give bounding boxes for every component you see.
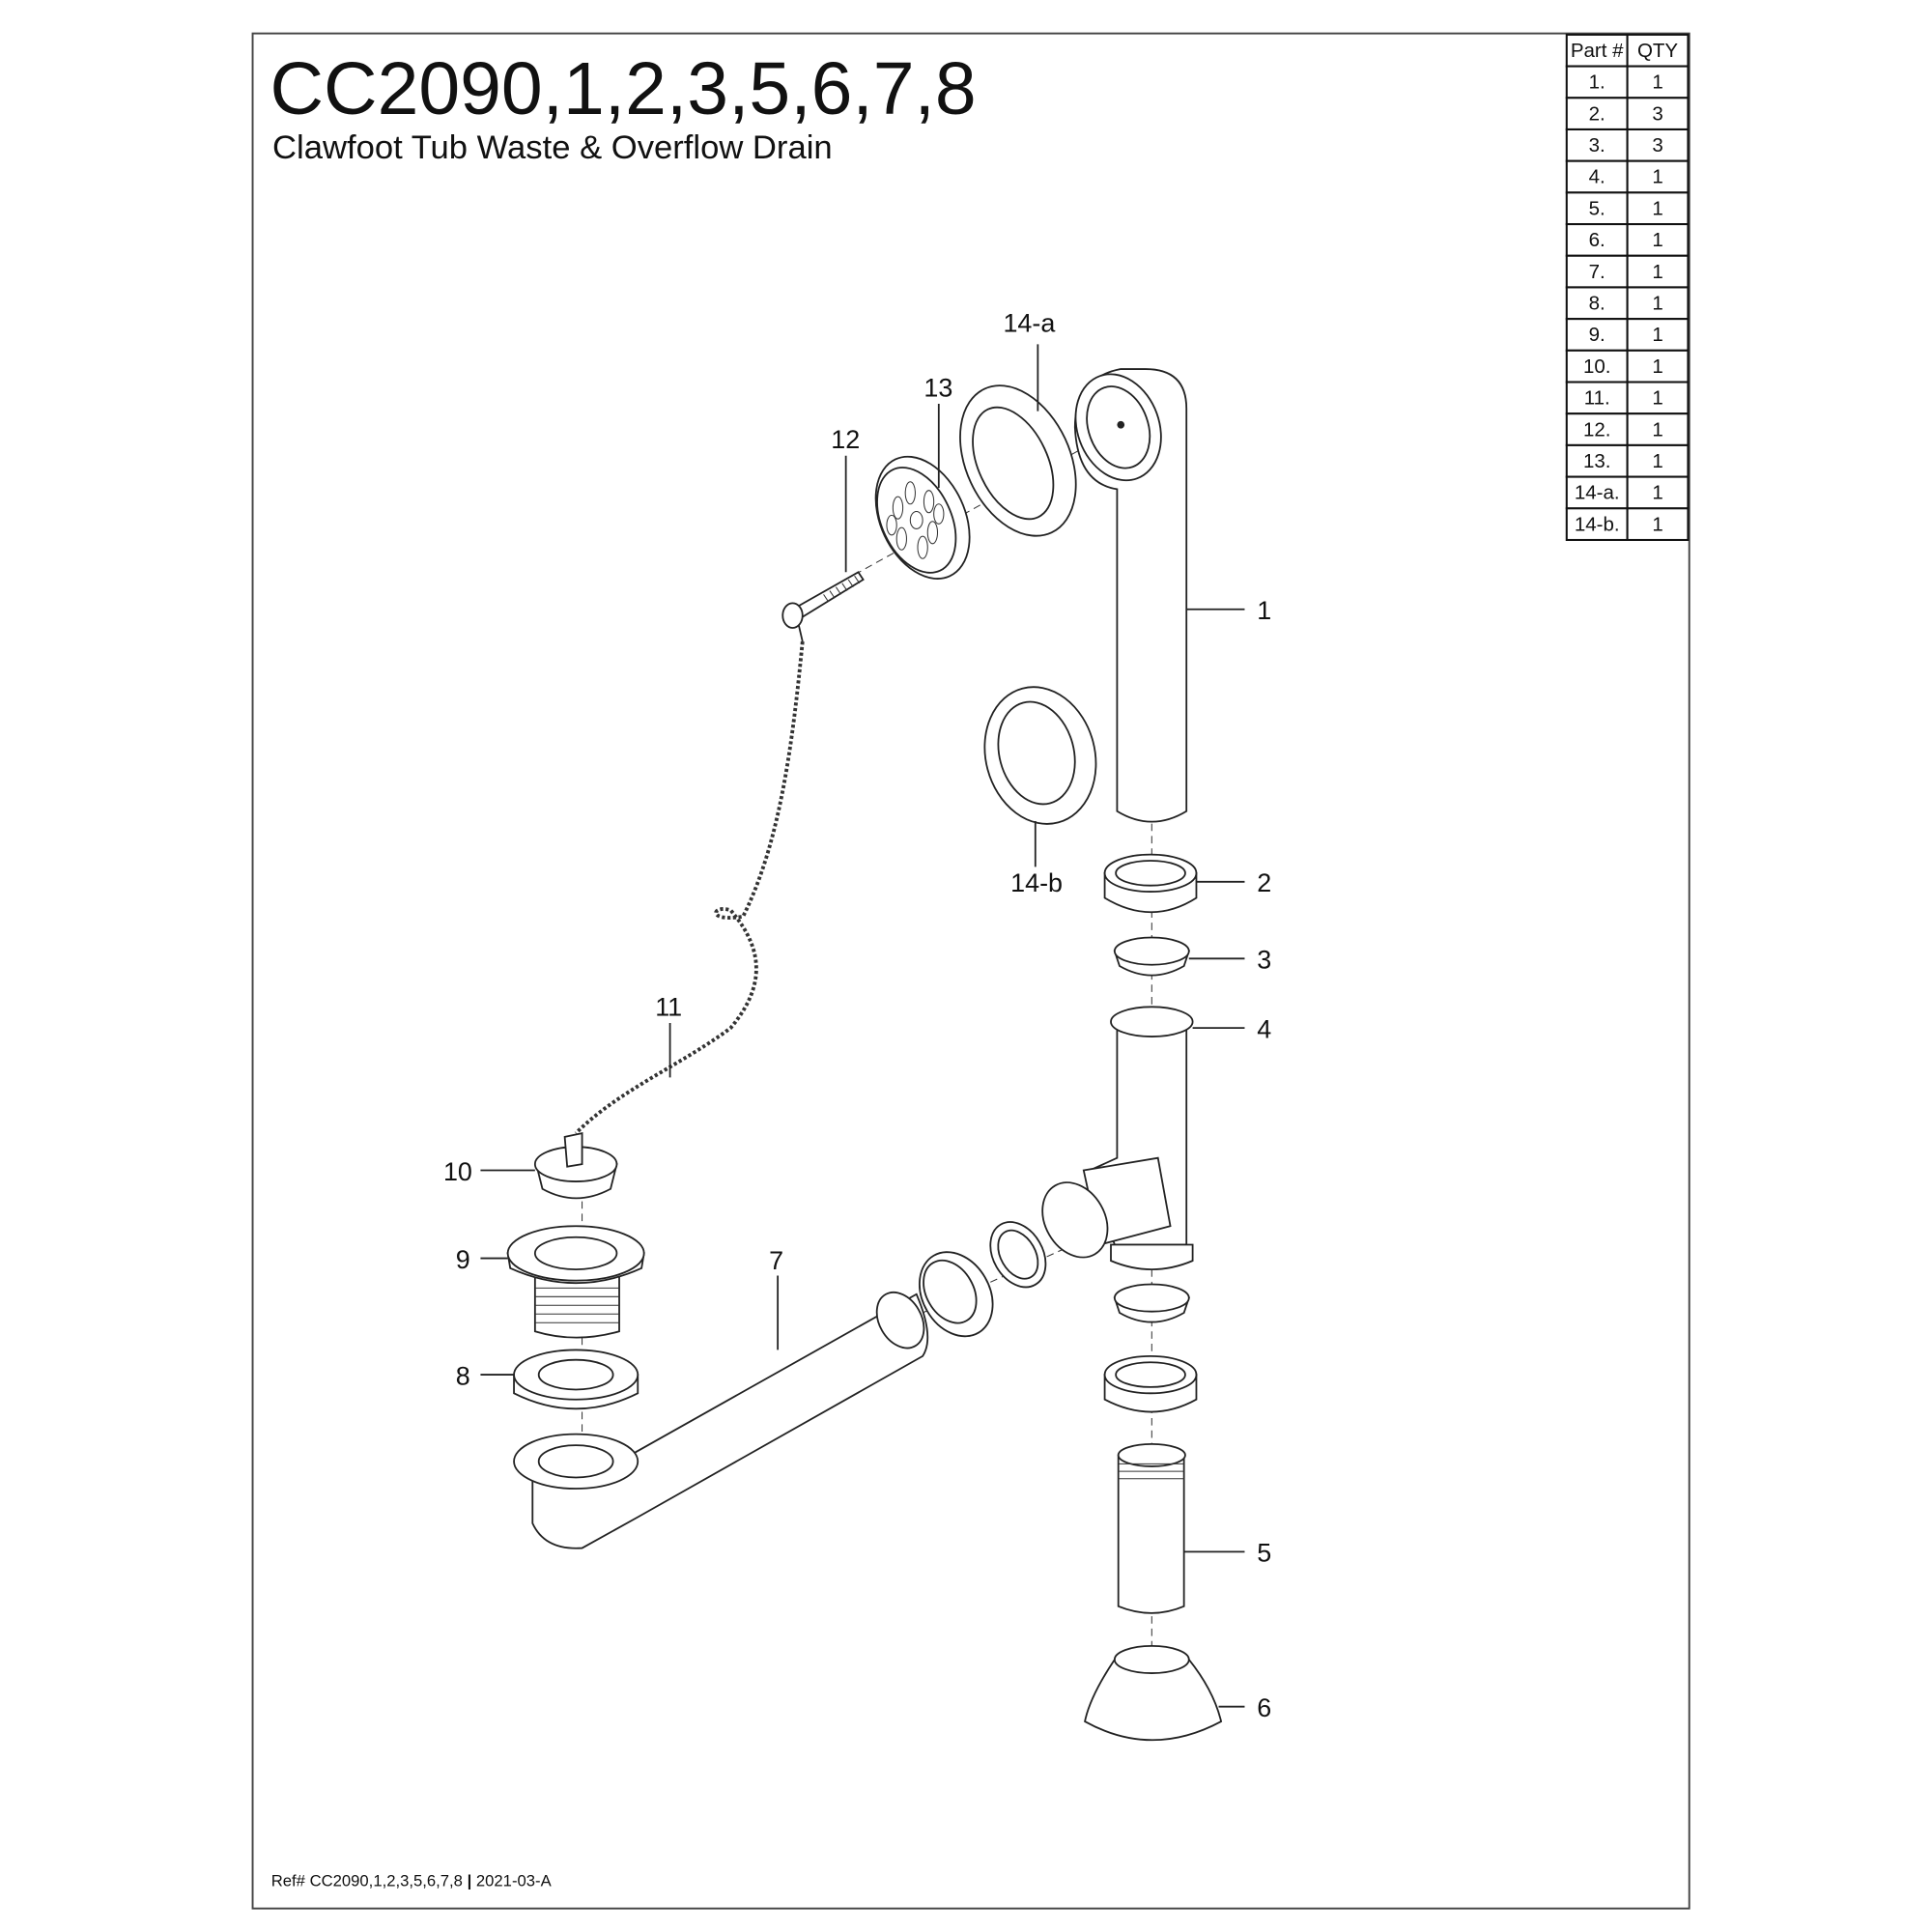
leader-lines bbox=[480, 344, 1245, 1708]
part-8-gasket bbox=[513, 1349, 639, 1410]
part-number: 14-b. bbox=[1575, 513, 1620, 535]
part-number: 2. bbox=[1589, 102, 1605, 125]
table-cell bbox=[1626, 349, 1690, 384]
part-number: 10. bbox=[1583, 355, 1610, 378]
part-number: 12. bbox=[1583, 418, 1610, 440]
part-qty: 3 bbox=[1652, 134, 1662, 156]
table-cell bbox=[1565, 318, 1629, 352]
part-qty: 1 bbox=[1652, 418, 1662, 440]
callout-10: 10 bbox=[443, 1157, 472, 1186]
part-qty: 3 bbox=[1652, 102, 1662, 125]
part-number: 11. bbox=[1584, 387, 1610, 410]
table-cell bbox=[1626, 191, 1690, 226]
callout-7: 7 bbox=[769, 1246, 783, 1275]
part-number: 13. bbox=[1583, 450, 1610, 472]
part-qty: 1 bbox=[1652, 387, 1662, 410]
part-number: 14-a. bbox=[1575, 482, 1620, 504]
part-3-washer bbox=[1113, 936, 1191, 977]
part-9-drain-body bbox=[506, 1225, 645, 1339]
part-3-washer-side bbox=[989, 1221, 1047, 1289]
part-number: 3. bbox=[1589, 134, 1605, 156]
callout-12: 12 bbox=[831, 425, 860, 454]
callout-4: 4 bbox=[1257, 1014, 1271, 1043]
part-number: 9. bbox=[1589, 324, 1605, 346]
callout-14a: 14-a bbox=[1003, 309, 1055, 338]
callout-13: 13 bbox=[923, 373, 952, 402]
svg-text:Ref# CC2090,1,2,3,5,6,7,8 | 20: Ref# CC2090,1,2,3,5,6,7,8 | 2021-03-A bbox=[271, 1872, 553, 1890]
part-qty: 1 bbox=[1652, 293, 1662, 315]
table-cell bbox=[1565, 381, 1629, 415]
part-qty: 1 bbox=[1652, 197, 1662, 219]
callout-1: 1 bbox=[1257, 596, 1271, 625]
table-cell bbox=[1626, 381, 1690, 415]
part-qty: 1 bbox=[1652, 450, 1662, 472]
part-qty: 1 bbox=[1652, 229, 1662, 251]
table-cell bbox=[1565, 507, 1629, 542]
part-qty: 1 bbox=[1652, 482, 1662, 504]
page-subtitle: Clawfoot Tub Waste & Overflow Drain bbox=[272, 129, 833, 166]
table-cell bbox=[1626, 128, 1690, 162]
part-2-slip-nut bbox=[1103, 853, 1198, 914]
callout-5: 5 bbox=[1257, 1539, 1271, 1568]
callout-6: 6 bbox=[1257, 1693, 1271, 1722]
callout-14b: 14-b bbox=[1010, 868, 1063, 897]
callout-11: 11 bbox=[655, 992, 682, 1021]
part-qty: 1 bbox=[1652, 71, 1662, 94]
part-6-floor-flange bbox=[1084, 1644, 1223, 1742]
part-4-tee bbox=[1041, 1006, 1194, 1270]
part-number: 4. bbox=[1589, 166, 1605, 188]
header-part: Part # bbox=[1571, 40, 1624, 62]
part-number: 6. bbox=[1589, 229, 1605, 251]
part-11-chain bbox=[574, 640, 805, 1135]
table-cell bbox=[1626, 65, 1690, 99]
footer-ref: Ref# CC2090,1,2,3,5,6,7,8 bbox=[271, 1872, 463, 1890]
callout-9: 9 bbox=[456, 1245, 470, 1274]
part-5-tailpiece bbox=[1117, 1442, 1186, 1614]
header-qty: QTY bbox=[1637, 40, 1678, 62]
part-number: 8. bbox=[1589, 293, 1605, 315]
part-10-stopper bbox=[533, 1131, 618, 1200]
footer-revision: 2021-03-A bbox=[476, 1872, 553, 1890]
part-7-drain-shoe bbox=[513, 1291, 929, 1549]
table-cell bbox=[1626, 254, 1690, 289]
part-12-bolt bbox=[781, 571, 865, 642]
part-qty: 1 bbox=[1652, 355, 1662, 378]
table-cell bbox=[1626, 97, 1690, 130]
part-qty: 1 bbox=[1652, 261, 1662, 283]
footer-separator: | bbox=[468, 1872, 472, 1890]
table-cell bbox=[1565, 286, 1629, 321]
part-2-slip-nut-side bbox=[919, 1251, 994, 1338]
table-cell bbox=[1565, 475, 1629, 510]
table-cell bbox=[1626, 159, 1690, 194]
part-number: 7. bbox=[1589, 261, 1605, 283]
part-2-slip-nut-lower bbox=[1103, 1354, 1198, 1413]
table-cell bbox=[1626, 318, 1690, 352]
parts-table: Part #QTY1.12.33.34.15.16.17.18.19.110.1… bbox=[1565, 33, 1690, 542]
callout-8: 8 bbox=[456, 1361, 470, 1390]
page-title: CC2090,1,2,3,5,6,7,8 bbox=[270, 47, 976, 130]
table-cell bbox=[1565, 443, 1629, 478]
part-1-overflow-elbow bbox=[1073, 368, 1188, 823]
part-14b-gasket bbox=[983, 686, 1097, 825]
part-14a-gasket bbox=[959, 384, 1077, 537]
part-number: 1. bbox=[1589, 71, 1605, 94]
part-qty: 1 bbox=[1652, 166, 1662, 188]
part-qty: 1 bbox=[1652, 324, 1662, 346]
table-cell bbox=[1626, 475, 1690, 510]
part-13-overflow-plate bbox=[874, 455, 971, 580]
page-frame bbox=[251, 32, 1690, 1910]
table-cell bbox=[1626, 507, 1690, 542]
part-number: 5. bbox=[1589, 197, 1605, 219]
footer-reference: Ref# CC2090,1,2,3,5,6,7,8 | 2021-03-A bbox=[271, 1872, 553, 1890]
part-qty: 1 bbox=[1652, 513, 1662, 535]
callout-3: 3 bbox=[1257, 946, 1271, 975]
part-3-washer-lower bbox=[1113, 1283, 1191, 1323]
callout-2: 2 bbox=[1257, 868, 1271, 897]
